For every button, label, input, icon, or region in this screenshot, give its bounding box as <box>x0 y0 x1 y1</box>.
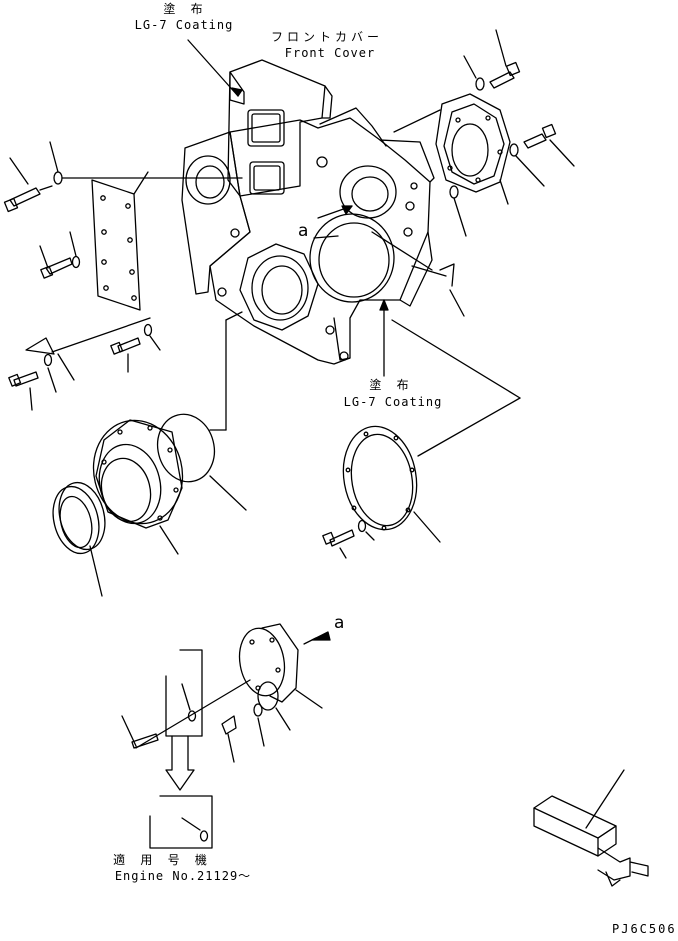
right-flange-cover <box>393 93 511 205</box>
coating-leaders <box>187 39 389 377</box>
drawing-code: PJ6C506 <box>612 922 677 936</box>
oil-seal <box>52 481 106 597</box>
front-cover-housing <box>181 59 435 365</box>
ref-a-main: a <box>298 221 309 241</box>
left-cover-plate <box>91 171 149 311</box>
serial-en: Engine No.21129～ <box>114 869 252 883</box>
ref-a-arrow <box>313 235 339 239</box>
right-bolts <box>371 29 575 317</box>
left-bolts <box>3 141 243 411</box>
inset-cover-detail <box>121 623 331 849</box>
gasket <box>156 311 247 511</box>
tool-detail <box>533 769 649 887</box>
serial-jp: 適 用 号 機 <box>113 853 211 867</box>
cover-gasket <box>342 319 521 543</box>
coating-bottom-en: LG-7 Coating <box>343 395 443 409</box>
front-cover-jp: フロントカバー <box>270 30 384 44</box>
coating-top-en: LG-7 Coating <box>134 18 234 32</box>
ref-a-inset: a <box>334 613 345 633</box>
gasket-bolt <box>322 519 375 559</box>
coating-bottom-jp: 塗 布 <box>369 378 413 392</box>
seal-housing <box>92 419 184 555</box>
front-cover-en: Front Cover <box>284 46 376 60</box>
coating-top-jp: 塗 布 <box>163 2 207 16</box>
